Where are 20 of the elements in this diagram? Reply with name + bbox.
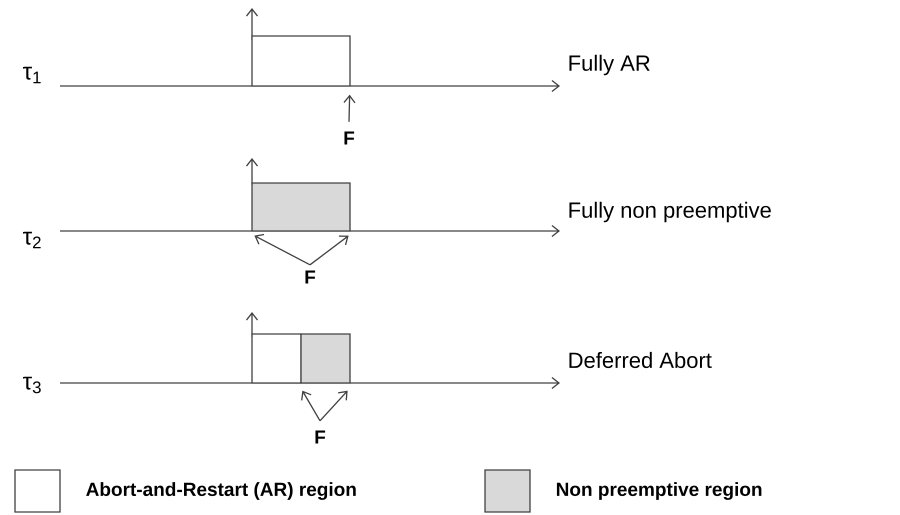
fault-arrow [310, 235, 349, 266]
fault-arrow [343, 94, 356, 122]
policy-label: Fully non preemptive [569, 202, 771, 222]
task-box [251, 182, 351, 232]
fault-label: F [315, 430, 326, 444]
fault-label: F [344, 131, 354, 145]
task-box [251, 35, 351, 87]
fault-arrow [301, 390, 321, 422]
legend-text: Abort-and-Restart (AR) region [86, 482, 356, 500]
policy-label: Deferred Abort [569, 352, 712, 368]
tau-label: τ$_{1}$ [23, 66, 41, 84]
fault-arrow [320, 390, 348, 422]
fault-arrow [254, 234, 310, 266]
tau-label: τ$_{2}$ [23, 232, 41, 248]
legend-text: Non preemptive region [556, 482, 762, 500]
tau-label: τ$_{3}$ [23, 376, 41, 394]
task-box [251, 333, 302, 384]
task-box [300, 333, 351, 384]
policy-label: Fully AR [569, 54, 650, 76]
fault-label: F [305, 270, 316, 284]
